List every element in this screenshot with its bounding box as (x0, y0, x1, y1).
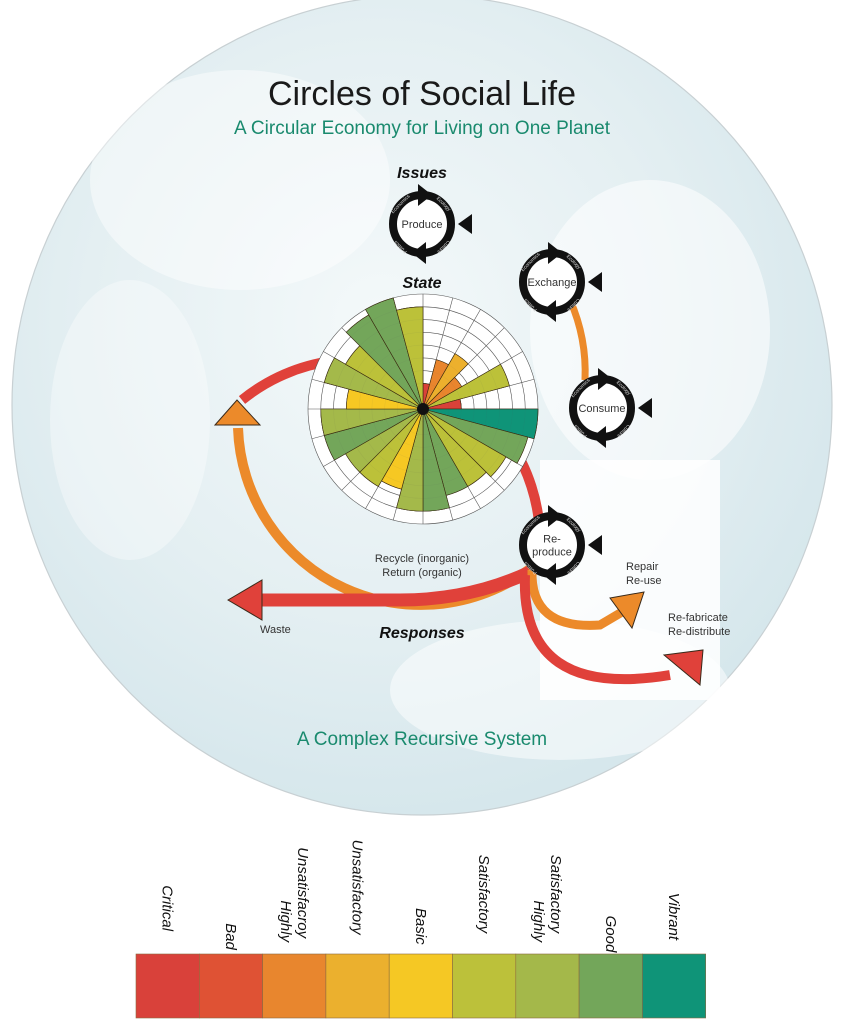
polar-center-dot (417, 403, 429, 415)
cycle-arrow-right-icon (548, 505, 562, 527)
node-background (526, 519, 578, 571)
section-state: State (402, 275, 441, 292)
node-background (526, 256, 578, 308)
repair-arrow-head-icon (609, 591, 645, 630)
legend-label: Highly (530, 900, 547, 943)
legend-swatch (262, 953, 327, 1019)
input-arrow-icon (588, 535, 602, 555)
state-polar-chart (307, 293, 539, 525)
node-label: Consume (578, 403, 625, 415)
legend-item: Unsatisfactory (325, 840, 390, 1019)
legend-swatch (388, 953, 453, 1019)
repair-arrow (527, 569, 645, 630)
legend-swatch (642, 953, 707, 1019)
input-arrow-icon (638, 398, 652, 418)
node-label: produce (532, 547, 572, 559)
legend-label: Good (602, 916, 619, 953)
recycle-label-1: Recycle (inorganic) (375, 553, 469, 565)
polar-wedge-fill (320, 408, 424, 436)
node-background (576, 382, 628, 434)
legend-swatch (135, 953, 200, 1019)
page-subtitle: A Circular Economy for Living on One Pla… (234, 118, 611, 139)
footer-caption: A Complex Recursive System (297, 729, 547, 750)
waste-label: Waste (260, 624, 291, 636)
cycle-arrow-left-icon (542, 563, 556, 585)
legend-label: Satisfactory (547, 855, 564, 935)
cycle-arrow-left-icon (412, 242, 426, 264)
legend-swatch (325, 953, 390, 1019)
legend-label: Vibrant (665, 893, 682, 941)
section-issues: Issues (397, 165, 447, 182)
legend-item: Critical (135, 885, 200, 1019)
polar-wedge-fill (396, 306, 424, 410)
page-title: Circles of Social Life (268, 75, 576, 113)
cycle-arrow-left-icon (542, 300, 556, 322)
legend-label: Basic (412, 908, 429, 945)
node-background (396, 198, 448, 250)
repair-label-1: Repair (626, 561, 659, 573)
node-label: Exchange (528, 277, 577, 289)
waste-arrow (227, 566, 533, 621)
node-label: Produce (402, 219, 443, 231)
refabricate-arrow (519, 574, 704, 686)
legend-label: Highly (277, 900, 294, 943)
cycle-arrow-right-icon (598, 368, 612, 390)
input-arrow-icon (458, 214, 472, 234)
legend-item: Bad (199, 923, 263, 1019)
recycle-label-2: Return (organic) (382, 567, 461, 579)
refabricate-label-1: Re-fabricate (668, 612, 728, 624)
legend-label: Unsatisfactory (349, 840, 366, 937)
cycle-arrow-right-icon (548, 242, 562, 264)
legend-item: Satisfactory (452, 855, 517, 1019)
polar-wedge-fill (422, 408, 507, 478)
polar-wedge-fill (365, 297, 424, 410)
polar-wedge-fill (323, 357, 424, 410)
legend-label: Bad (222, 923, 239, 950)
cycle-arrow-right-icon (418, 184, 432, 206)
repair-label-2: Re-use (626, 575, 661, 587)
legend-label: Critical (159, 885, 176, 932)
node-label: Re- (543, 534, 561, 546)
legend-swatch (199, 953, 263, 1019)
cycle-arrow-left-icon (592, 426, 606, 448)
legend-item: Good (578, 916, 643, 1019)
legend-label: Satisfactory (475, 855, 492, 935)
ring-arrow-up-icon (213, 399, 262, 426)
legend-swatch (452, 953, 517, 1019)
refabricate-arrow-head-icon (662, 649, 704, 686)
legend-swatch (578, 953, 643, 1019)
waste-arrow-head-icon (227, 579, 263, 621)
polar-wedge-fill (422, 363, 510, 410)
legend-label: Unsatisfacroy (294, 847, 311, 939)
legend-item: Vibrant (642, 893, 707, 1019)
polar-wedge-fill (422, 353, 469, 410)
legend-swatch (515, 953, 580, 1019)
legend-item: Basic (388, 908, 453, 1019)
polar-wedge-fill (422, 408, 529, 464)
input-arrow-icon (588, 272, 602, 292)
refabricate-label-2: Re-distribute (668, 626, 730, 638)
section-responses: Responses (379, 625, 464, 642)
